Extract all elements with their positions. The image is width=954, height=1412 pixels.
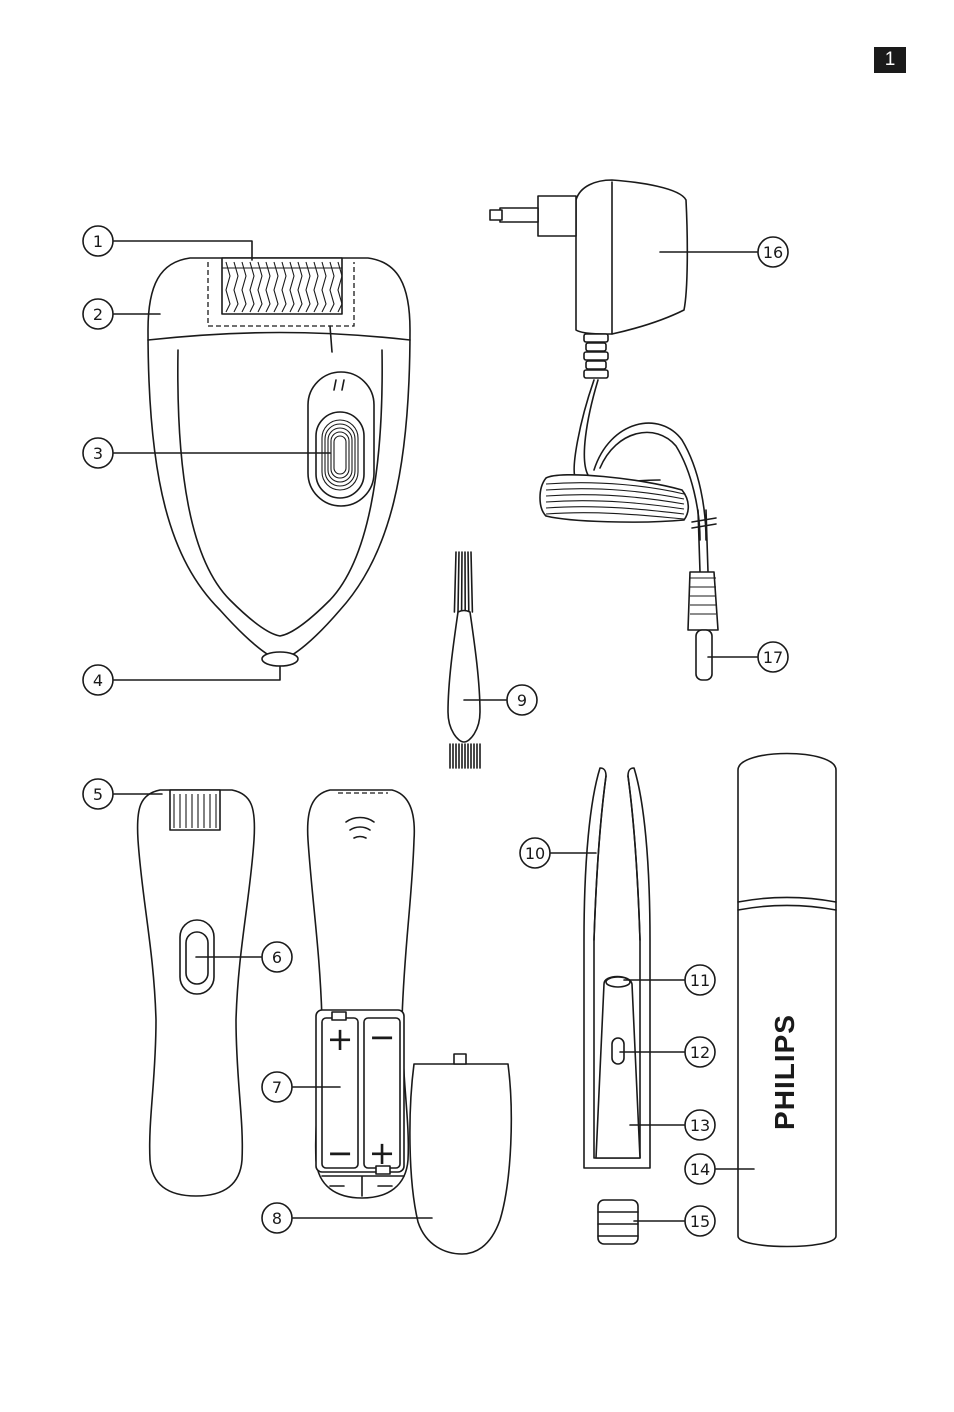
callout-8: 8 [262, 1203, 432, 1233]
callout-number: 11 [690, 971, 710, 990]
storage-tube: PHILIPS [738, 754, 836, 1247]
battery-lid [410, 1054, 511, 1254]
on-off-switch [308, 372, 374, 506]
callout-number: 2 [93, 305, 103, 324]
cleaning-brush [448, 552, 480, 768]
brand-logo: PHILIPS [769, 1014, 800, 1130]
callout-number: 5 [93, 785, 103, 804]
compact-epilator-back: + − − + [308, 790, 415, 1198]
callout-number: 7 [272, 1078, 282, 1097]
callout-1: 1 [83, 226, 252, 260]
callout-leader-line [114, 666, 280, 680]
adapter [490, 180, 718, 680]
callout-number: 13 [690, 1116, 710, 1135]
epilator-main [148, 258, 410, 666]
callout-11: 11 [624, 965, 715, 995]
tweezers-switch [612, 1038, 624, 1064]
callout-10: 10 [520, 838, 596, 868]
callout-number: 6 [272, 948, 282, 967]
callout-number: 16 [763, 243, 783, 262]
callout-4: 4 [83, 665, 280, 695]
callout-number: 8 [272, 1209, 282, 1228]
callout-number: 14 [690, 1160, 710, 1179]
callout-number: 4 [93, 671, 103, 690]
battery-plus-bottom: + [369, 1134, 396, 1172]
tweezers-battery [598, 1200, 638, 1244]
tweezers-light-housing [596, 977, 640, 1159]
appliance-socket [262, 652, 298, 666]
tweezers [584, 768, 650, 1168]
callout-leader-line [114, 241, 252, 260]
battery-minus-top: − [369, 1018, 396, 1056]
callout-number: 17 [763, 648, 783, 667]
callout-number: 12 [690, 1043, 710, 1062]
battery-minus-bottom: − [327, 1134, 354, 1172]
battery-plus-top: + [327, 1020, 354, 1058]
callout-15: 15 [634, 1206, 715, 1236]
callout-number: 9 [517, 691, 527, 710]
callout-number: 1 [93, 232, 103, 251]
callout-number: 10 [525, 844, 545, 863]
tweezers-light [606, 977, 630, 987]
callout-17: 17 [708, 642, 788, 672]
callout-number: 15 [690, 1212, 710, 1231]
compact-epilator-front [138, 790, 255, 1196]
callout-number: 3 [93, 444, 103, 463]
